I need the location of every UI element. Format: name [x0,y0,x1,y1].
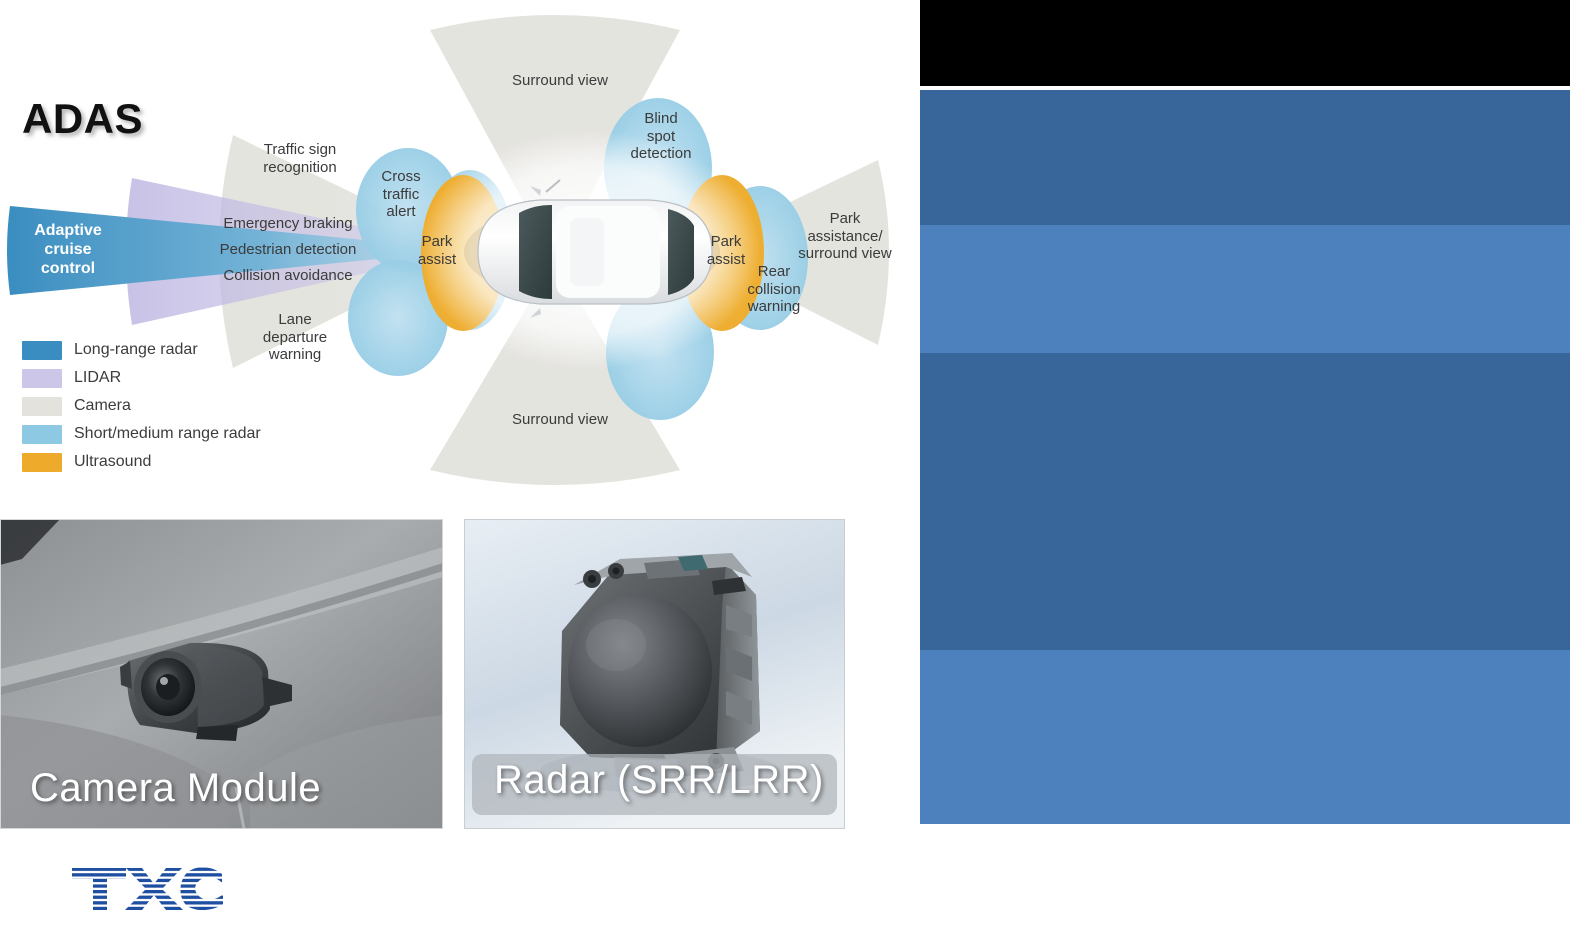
camera-module-photo [0,519,443,829]
right-panel-block-dark-2 [920,353,1570,650]
camera-module-caption: Camera Module [30,766,322,810]
txc-logo [70,862,230,914]
right-panel-block-light-1 [920,225,1570,353]
legend-item-long-range-radar: Long-range radar [22,336,322,364]
sensor-legend: Long-range radar LIDAR Camera Short/medi… [22,336,322,476]
legend-label-camera: Camera [74,397,131,414]
adas-sensor-coverage-diagram: Adaptive cruise control Traffic sign rec… [0,0,905,500]
legend-swatch-lidar [22,368,62,388]
right-panel-block-dark-1 [920,90,1570,225]
legend-item-lidar: LIDAR [22,364,322,392]
right-panel-block-light-2 [920,650,1570,824]
radar-module-photo-card: Radar (SRR/LRR) [464,519,845,829]
page-title: ADAS [22,95,144,142]
legend-swatch-ultrasound [22,452,62,472]
legend-item-ultrasound: Ultrasound [22,448,322,476]
legend-label-short-medium-range-radar: Short/medium range radar [74,425,261,442]
txc-logo-wordmark [72,867,223,911]
legend-label-ultrasound: Ultrasound [74,453,152,470]
legend-item-short-medium-range-radar: Short/medium range radar [22,420,322,448]
legend-label-lidar: LIDAR [74,369,122,386]
camera-module-photo-card: Camera Module [0,519,443,829]
legend-swatch-long-range-radar [22,340,62,360]
right-panel-block-black [920,0,1570,86]
legend-label-long-range-radar: Long-range radar [74,341,198,358]
legend-swatch-short-medium-range-radar [22,424,62,444]
legend-swatch-camera [22,396,62,416]
radar-module-caption: Radar (SRR/LRR) [472,754,837,815]
legend-item-camera: Camera [22,392,322,420]
